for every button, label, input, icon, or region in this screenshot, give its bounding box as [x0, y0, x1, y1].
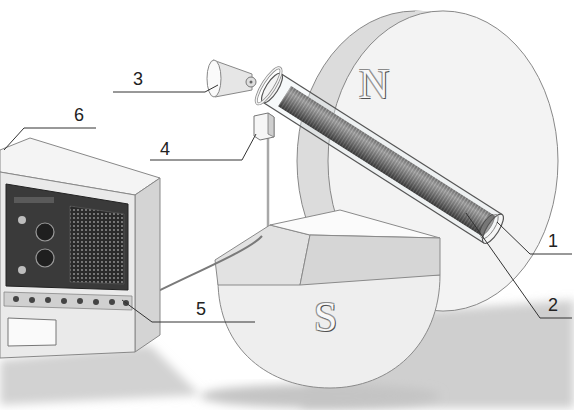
panel-strip: [14, 197, 54, 203]
magnet-pole: S: [210, 200, 445, 392]
leader-line: [150, 134, 256, 160]
callout-number: 2: [548, 296, 558, 314]
pole-face: [300, 235, 440, 285]
connector: [45, 297, 51, 303]
callout-number: 4: [160, 140, 170, 158]
display-window: [8, 318, 56, 346]
small-button: [18, 266, 26, 274]
callout-number: 5: [196, 300, 206, 318]
callout-number: 6: [74, 106, 84, 124]
pole-letter: N: [359, 63, 389, 105]
connector: [61, 298, 67, 304]
pole-face: [215, 225, 310, 285]
pole-face: [218, 275, 440, 388]
connector: [109, 299, 115, 305]
sensor-side: [268, 113, 274, 137]
cone-cap: [246, 77, 256, 87]
speaker-grille: [70, 206, 124, 284]
pole-letter: S: [314, 296, 337, 338]
pole-face: [270, 210, 440, 238]
sensor-stem: [267, 134, 270, 232]
callout-number: 1: [548, 232, 558, 250]
leader-line: [113, 85, 218, 92]
connector: [93, 299, 99, 305]
control-knob: [36, 249, 54, 267]
holder-ring-highlight: [252, 65, 285, 107]
leader-line: [4, 128, 96, 150]
instrument-front: [0, 172, 135, 358]
connector: [29, 297, 35, 303]
cone-mouth: [207, 60, 221, 97]
callout-number: 3: [133, 70, 143, 88]
connector: [13, 296, 19, 302]
instrument-side: [135, 178, 160, 352]
connector: [77, 298, 83, 304]
connector-strip: [4, 292, 132, 310]
control-panel: [6, 184, 128, 290]
cone-center: [250, 81, 253, 84]
sensor-block: [254, 113, 274, 140]
control-knob: [36, 223, 54, 241]
holder-ring: [252, 65, 285, 107]
small-button: [18, 216, 26, 224]
